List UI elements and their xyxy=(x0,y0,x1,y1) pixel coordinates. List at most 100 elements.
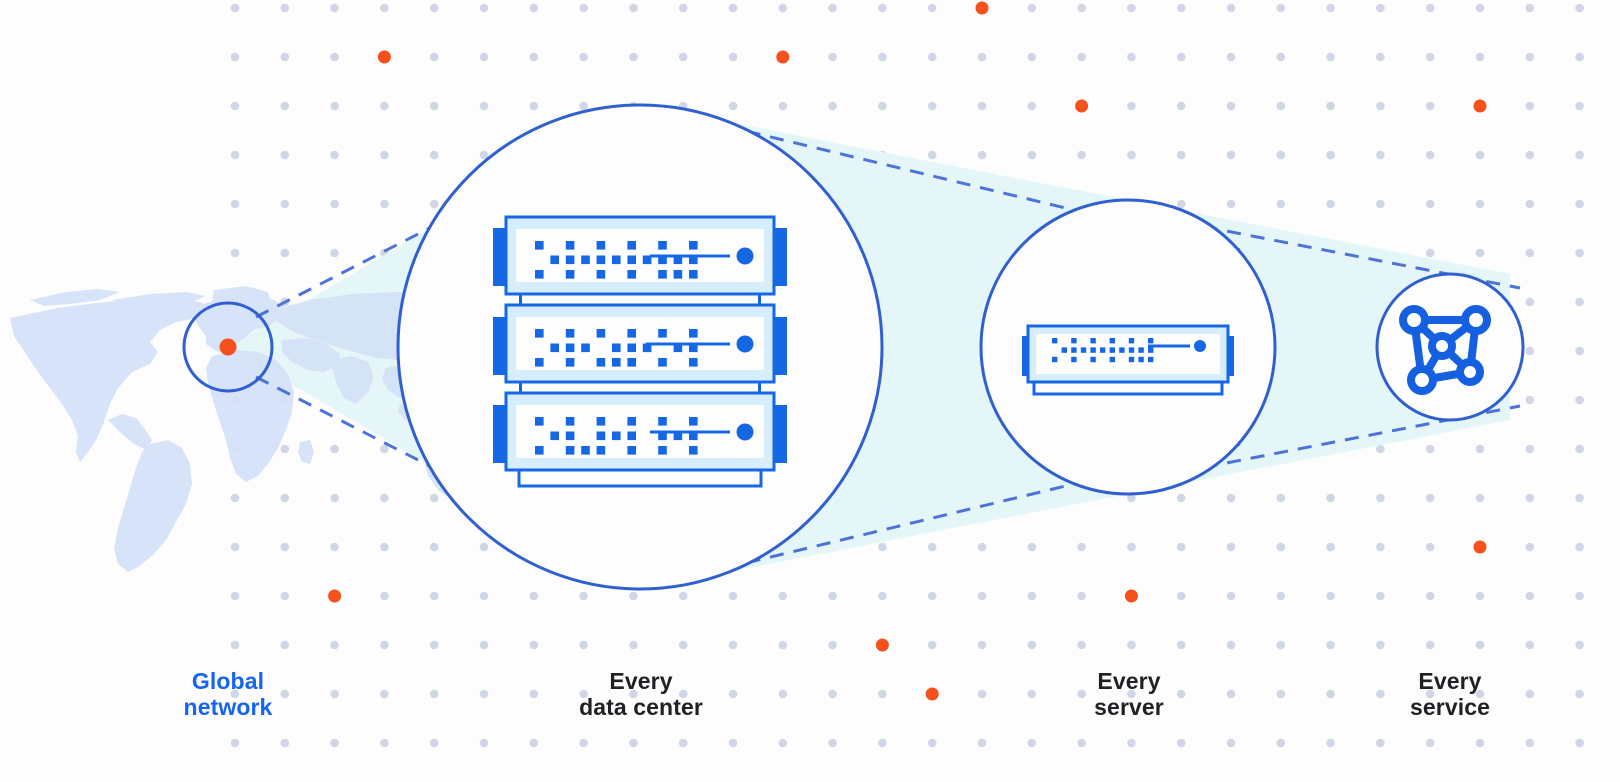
vent-dot xyxy=(1090,356,1096,363)
grid-dot xyxy=(678,3,688,13)
vent-dot xyxy=(565,417,575,426)
vent-dot xyxy=(673,255,683,265)
grid-dot xyxy=(330,689,339,699)
grid-dot xyxy=(1226,150,1236,160)
vent-dot xyxy=(550,431,559,441)
grid-dot xyxy=(380,738,389,748)
vent-dot xyxy=(1080,347,1087,353)
single-server-base xyxy=(1032,380,1224,396)
grid-dot xyxy=(1326,199,1335,209)
grid-dot xyxy=(1575,297,1584,307)
grid-dot xyxy=(479,640,489,650)
grid-dot xyxy=(1226,101,1236,111)
grid-dot xyxy=(280,101,290,111)
grid-dot xyxy=(330,444,339,454)
grid-dot xyxy=(629,52,638,62)
grid-dot xyxy=(280,248,290,258)
grid-dot xyxy=(1326,493,1335,503)
grid-dot xyxy=(1575,591,1584,601)
grid-dot xyxy=(977,689,987,699)
grid-dot xyxy=(579,52,588,62)
grid-dot xyxy=(1425,3,1435,13)
rack-strut-right-top xyxy=(758,294,761,306)
grid-dot xyxy=(380,101,389,111)
grid-dot xyxy=(1525,738,1535,748)
vent-dot xyxy=(689,417,698,426)
grid-dot xyxy=(927,101,937,111)
grid-dot xyxy=(1475,150,1485,160)
stage-global-network[interactable] xyxy=(182,301,274,393)
single-server-vent-dots xyxy=(1052,338,1154,363)
grid-dot xyxy=(1525,346,1535,356)
grid-dot xyxy=(629,689,638,699)
grid-dot xyxy=(1176,591,1186,601)
label-global-network: Global network xyxy=(183,668,273,720)
grid-dot xyxy=(1276,542,1286,552)
vent-dot xyxy=(627,343,636,353)
grid-dot xyxy=(1376,738,1385,748)
grid-dot xyxy=(1077,738,1086,748)
grid-dot xyxy=(1525,3,1535,13)
grid-dot xyxy=(1226,199,1236,209)
grid-dot xyxy=(927,150,937,160)
grid-dot xyxy=(380,640,389,650)
stage-service[interactable] xyxy=(1375,272,1525,422)
stage-server[interactable] xyxy=(979,198,1277,496)
grid-dot xyxy=(230,689,240,699)
grid-dot xyxy=(230,52,240,62)
grid-dot xyxy=(1425,591,1435,601)
rack-unit-3 xyxy=(493,391,787,472)
grid-dot xyxy=(1525,591,1535,601)
grid-dot xyxy=(728,3,738,13)
grid-dot xyxy=(230,591,240,601)
grid-dot xyxy=(429,542,439,552)
grid-dot xyxy=(380,199,389,209)
grid-dot xyxy=(1326,101,1335,111)
grid-dot xyxy=(778,3,788,13)
grid-dot xyxy=(977,591,987,601)
grid-dot xyxy=(1276,493,1286,503)
vent-dot xyxy=(581,255,590,265)
rack-unit-1 xyxy=(493,215,787,296)
grid-dot xyxy=(927,542,937,552)
vent-dot xyxy=(627,329,636,338)
grid-dot xyxy=(479,591,489,601)
grid-dot xyxy=(1376,3,1385,13)
grid-dot xyxy=(429,493,439,503)
grid-dot xyxy=(330,199,339,209)
grid-dot xyxy=(1127,3,1136,13)
grid-dot xyxy=(1475,444,1485,454)
vent-dot xyxy=(689,431,698,441)
rack-unit-2-led xyxy=(736,335,754,353)
grid-dot xyxy=(1425,640,1435,650)
vent-dot xyxy=(689,241,698,250)
grid-dot xyxy=(1176,738,1186,748)
grid-dot xyxy=(728,52,738,62)
grid-dot xyxy=(330,101,339,111)
grid-dot xyxy=(878,689,887,699)
grid-dot xyxy=(230,640,240,650)
grid-dot xyxy=(1575,248,1584,258)
grid-dot xyxy=(1027,3,1037,13)
grid-dot xyxy=(1575,3,1584,13)
vent-dot xyxy=(596,446,606,455)
grid-dot xyxy=(1077,3,1086,13)
grid-dot xyxy=(280,3,290,13)
grid-dot xyxy=(828,101,837,111)
vent-dot xyxy=(1071,347,1077,353)
vent-dot xyxy=(627,446,636,455)
vent-dot xyxy=(550,343,559,353)
grid-dot xyxy=(1276,640,1286,650)
vent-dot xyxy=(642,343,652,353)
vent-dot xyxy=(1148,347,1154,353)
grid-dot xyxy=(1525,101,1535,111)
grid-dot xyxy=(1326,591,1335,601)
grid-dot xyxy=(977,738,987,748)
grid-dot-highlight xyxy=(925,687,939,701)
stage-data-center[interactable] xyxy=(396,103,884,591)
vent-dot xyxy=(565,343,575,353)
grid-dot xyxy=(1077,591,1086,601)
grid-dot xyxy=(1276,591,1286,601)
vent-dot xyxy=(689,329,698,338)
grid-dot xyxy=(1575,101,1584,111)
